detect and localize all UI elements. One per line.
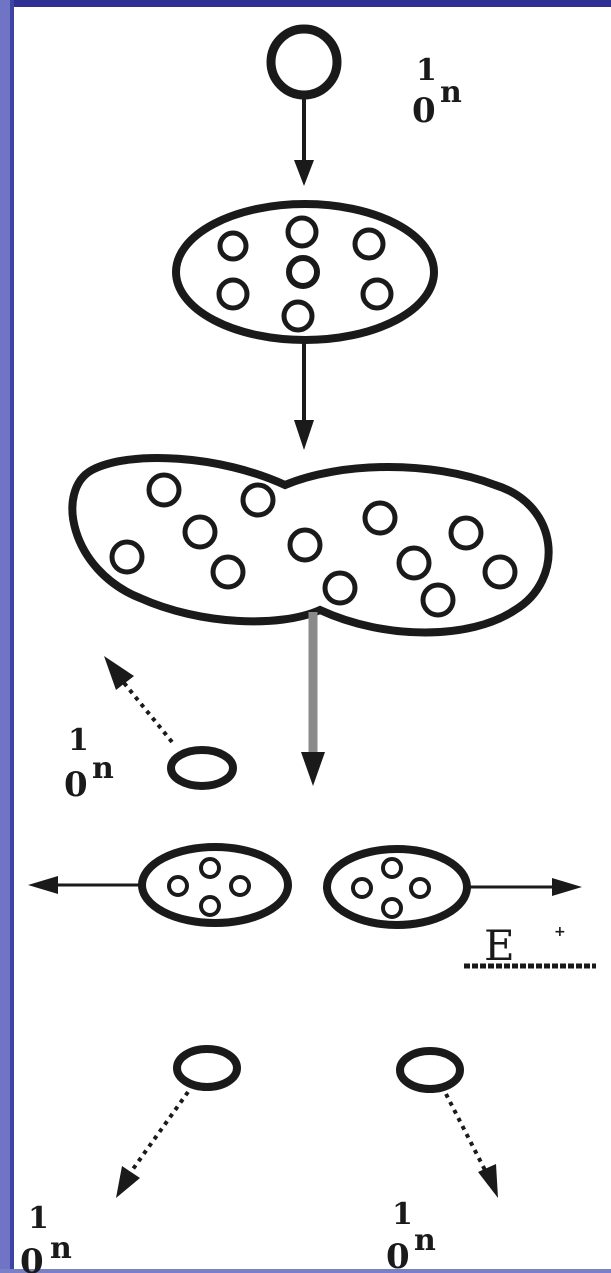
svg-text:0: 0 bbox=[64, 765, 88, 805]
incoming-neutron bbox=[271, 29, 337, 95]
svg-text:+: + bbox=[554, 924, 566, 940]
svg-text:0: 0 bbox=[412, 91, 436, 131]
svg-text:n: n bbox=[440, 75, 462, 110]
emitted-neutron-left bbox=[177, 1049, 237, 1087]
svg-text:1: 1 bbox=[416, 53, 437, 88]
prompt-neutron-arrow bbox=[104, 656, 172, 742]
emitted-neutron-right-arrow bbox=[446, 1094, 498, 1198]
svg-text:0: 0 bbox=[386, 1237, 410, 1273]
svg-text:1: 1 bbox=[68, 723, 89, 758]
fission-fragment-left bbox=[142, 847, 288, 923]
energy-label: E + bbox=[464, 921, 596, 970]
emitted-neutron-left-arrow bbox=[116, 1092, 188, 1198]
arrow-neutron-to-nucleus bbox=[294, 96, 314, 186]
compound-nucleus bbox=[72, 458, 548, 633]
emitted-neutron-right bbox=[400, 1051, 460, 1089]
svg-text:n: n bbox=[414, 1223, 436, 1258]
arrow-compound-to-fission bbox=[301, 612, 325, 786]
emitted-neutron-right-label: 1 0 n bbox=[386, 1197, 436, 1273]
svg-text:n: n bbox=[50, 1231, 72, 1266]
prompt-neutron bbox=[171, 750, 233, 786]
fission-fragment-right bbox=[327, 849, 467, 925]
incoming-neutron-label: 1 0 n bbox=[412, 53, 462, 131]
svg-text:n: n bbox=[92, 751, 114, 786]
svg-text:1: 1 bbox=[28, 1201, 49, 1236]
target-nucleus bbox=[176, 204, 434, 340]
fragment-left-arrow bbox=[28, 876, 142, 894]
svg-text:0: 0 bbox=[20, 1242, 44, 1273]
svg-text:1: 1 bbox=[392, 1197, 413, 1232]
emitted-neutron-left-label: 1 0 n bbox=[20, 1201, 72, 1273]
fragment-right-arrow bbox=[467, 878, 582, 896]
svg-text:E: E bbox=[484, 921, 515, 970]
arrow-nucleus-to-compound bbox=[294, 340, 314, 450]
prompt-neutron-label: 1 0 n bbox=[64, 723, 114, 805]
